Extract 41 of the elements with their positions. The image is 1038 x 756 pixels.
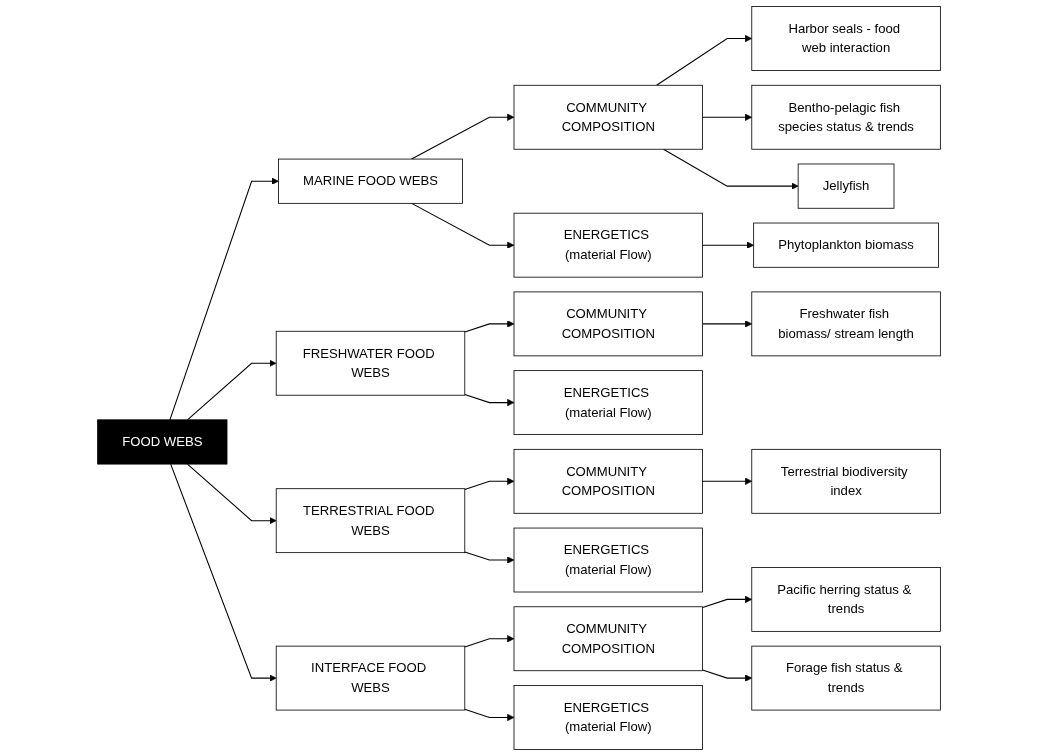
node-box: Jellyfish [797,163,895,209]
node-box: FOOD WEBS [97,419,228,465]
arrow [464,708,515,722]
arrow [186,463,277,525]
node-box: ENERGETICS (material Flow) [513,685,703,750]
arrow [411,202,515,249]
arrow [186,359,277,421]
node-box: Terrestrial biodiversity index [751,448,941,514]
arrow [170,463,277,682]
node-box: TERRESTRIAL FOOD WEBS [275,488,466,554]
node-box: COMMUNITY COMPOSITION [513,448,703,514]
arrow [702,113,753,121]
node-box: INTERFACE FOOD WEBS [275,645,466,711]
arrow [702,320,753,328]
arrow [464,393,515,407]
arrow [464,477,515,490]
arrow [464,635,515,648]
node-box: ENERGETICS (material Flow) [513,527,703,593]
node-box: ENERGETICS (material Flow) [513,370,703,435]
node-box: Phytoplankton biomass [753,222,939,268]
arrow [656,34,753,86]
node-box: COMMUNITY COMPOSITION [513,606,703,672]
node-box: COMMUNITY COMPOSITION [513,84,703,150]
node-box: Bentho-pelagic fish species status & trends [751,84,941,150]
node-box: Forage fish status & trends [751,645,941,711]
arrow [464,551,515,564]
node-box: Harbor seals - food web interaction [751,6,941,71]
arrow [411,113,515,160]
arrow [169,177,279,421]
node-box: COMMUNITY COMPOSITION [513,291,703,357]
node-box: MARINE FOOD WEBS [278,158,463,204]
node-box: FRESHWATER FOOD WEBS [275,330,466,396]
arrow [464,320,515,333]
node-box: ENERGETICS (material Flow) [513,212,703,278]
node-box: Freshwater fish biomass/ stream length [751,291,941,357]
arrow [702,669,753,682]
arrow [702,595,753,609]
node-box: Pacific herring status & trends [751,567,941,632]
arrow [702,241,754,249]
arrow [702,477,753,485]
arrow [662,148,799,190]
